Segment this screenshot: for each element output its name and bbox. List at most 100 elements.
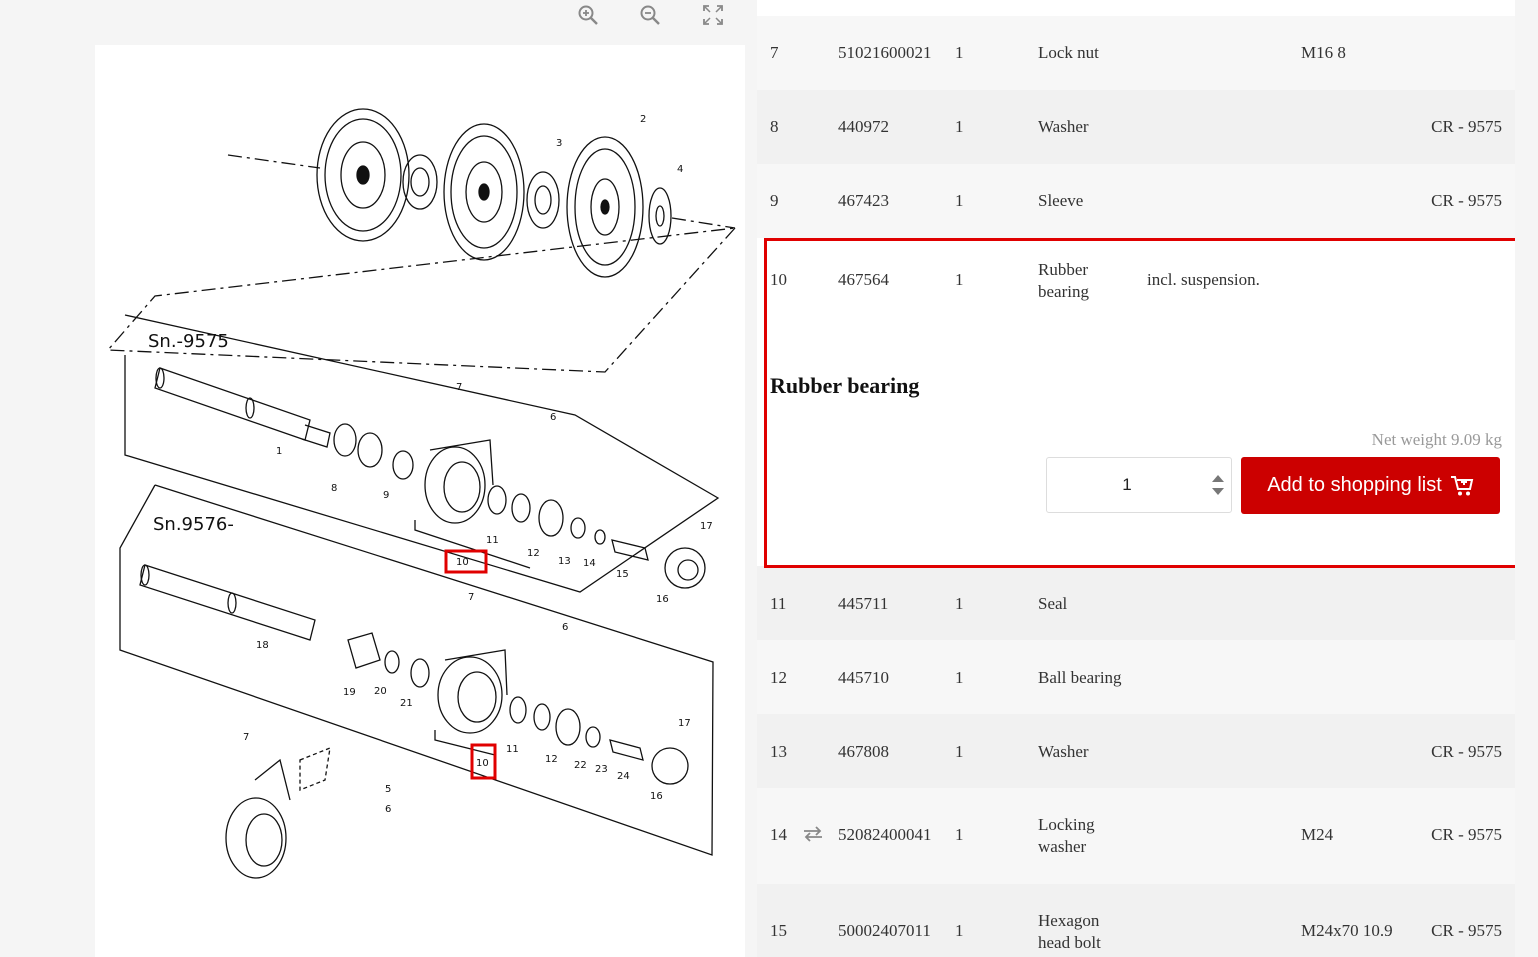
part-name: Seal [1038, 594, 1068, 613]
section-b-label: Sn.9576- [153, 514, 234, 535]
part-row-9[interactable]: 9 467423 1 Sleeve CR - 9575 [757, 164, 1515, 238]
part-pos: 9 [770, 191, 779, 210]
spinner-arrows-icon[interactable] [1211, 472, 1225, 498]
quantity-input[interactable] [1047, 458, 1207, 512]
part-serial: CR - 9575 [1431, 825, 1502, 844]
part-qty: 1 [955, 594, 964, 613]
part-name: Washer [1038, 742, 1089, 761]
part-name: Hexagon head bolt [1038, 911, 1101, 952]
part-pos: 8 [770, 117, 779, 136]
svg-text:17: 17 [700, 521, 713, 532]
svg-text:20: 20 [374, 686, 387, 697]
part-number: 445710 [838, 668, 889, 687]
part-number: 51021600021 [838, 43, 932, 62]
parts-list: 7 51021600021 1 Lock nut M16 8 8 440972 … [757, 0, 1515, 957]
svg-text:19: 19 [343, 687, 356, 698]
svg-text:3: 3 [556, 138, 562, 149]
svg-text:21: 21 [400, 698, 413, 709]
part-qty: 1 [955, 117, 964, 136]
add-button-label: Add to shopping list [1267, 474, 1442, 496]
part-dimension: M24x70 10.9 [1301, 921, 1393, 940]
washer-3 [526, 171, 560, 229]
part-number: 52082400041 [838, 825, 932, 844]
svg-text:18: 18 [256, 640, 269, 651]
wheel-4 [566, 136, 644, 278]
part-number: 445711 [838, 594, 889, 613]
quantity-stepper[interactable] [1046, 457, 1232, 513]
svg-text:16: 16 [650, 791, 663, 802]
svg-text:2: 2 [640, 114, 646, 125]
svg-text:17: 17 [678, 718, 691, 729]
part-number: 440972 [838, 117, 889, 136]
part-row-13[interactable]: 13 467808 1 Washer CR - 9575 [757, 714, 1515, 788]
part-pos: 15 [770, 921, 787, 940]
part-serial: CR - 9575 [1431, 117, 1502, 136]
svg-text:7: 7 [468, 592, 474, 603]
part-row-7[interactable]: 7 51021600021 1 Lock nut M16 8 [757, 16, 1515, 90]
part-number: 467423 [838, 191, 889, 210]
part-name: Rubber bearing [1038, 260, 1089, 301]
cart-plus-icon [1450, 475, 1474, 495]
exploded-diagram-drawing: 2 3 4 Sn.-9575 [106, 108, 737, 879]
section-a-label: Sn.-9575 [148, 331, 229, 352]
exploded-diagram[interactable]: 2 3 4 Sn.-9575 [95, 45, 745, 957]
part-note: incl. suspension. [1147, 270, 1260, 289]
part-pos: 11 [770, 594, 787, 613]
part-qty: 1 [955, 270, 964, 289]
part-row-12[interactable]: 12 445710 1 Ball bearing [757, 640, 1515, 714]
svg-text:6: 6 [385, 804, 391, 815]
svg-text:8: 8 [331, 483, 337, 494]
svg-text:22: 22 [574, 760, 587, 771]
list-top-strip [757, 0, 1515, 16]
svg-text:11: 11 [506, 744, 519, 755]
part-row-10-expanded[interactable]: 10 467564 1 Rubber bearing incl. suspens… [757, 238, 1515, 566]
part-number: 467808 [838, 742, 889, 761]
zoom-out-button[interactable] [632, 0, 668, 30]
svg-text:9: 9 [383, 490, 389, 501]
zoom-out-icon [640, 5, 660, 25]
svg-text:24: 24 [617, 771, 630, 782]
zoom-in-button[interactable] [570, 0, 606, 30]
part-pos: 14 [770, 825, 787, 844]
small-washer [648, 187, 672, 245]
svg-text:5: 5 [385, 784, 391, 795]
part-pos: 13 [770, 742, 787, 761]
svg-text:7: 7 [456, 382, 462, 393]
detail-title: Rubber bearing [770, 373, 920, 398]
part-name: Locking washer [1038, 815, 1095, 856]
diagram-pane: 2 3 4 Sn.-9575 [0, 0, 750, 957]
part-row-8[interactable]: 8 440972 1 Washer CR - 9575 [757, 90, 1515, 164]
hub-disc [402, 154, 438, 210]
part-serial: CR - 9575 [1431, 191, 1502, 210]
wheel-2 [443, 123, 525, 261]
part-name: Washer [1038, 117, 1089, 136]
alternative-part-icon[interactable] [803, 826, 823, 842]
callout-10-highlight-b[interactable]: 10 [470, 743, 497, 780]
net-weight: Net weight 9.09 kg [1371, 430, 1502, 449]
callout-10-highlight[interactable]: 10 [444, 549, 488, 574]
part-row-11[interactable]: 11 445711 1 Seal [757, 566, 1515, 640]
part-serial: CR - 9575 [1431, 742, 1502, 761]
page-right-margin [1515, 0, 1538, 957]
wheel-1 [316, 108, 410, 242]
add-to-shopping-list-button[interactable]: Add to shopping list [1241, 457, 1500, 514]
part-number: 50002407011 [838, 921, 931, 940]
part-number: 467564 [838, 270, 889, 289]
part-qty: 1 [955, 825, 964, 844]
svg-text:12: 12 [545, 754, 558, 765]
svg-text:12: 12 [527, 548, 540, 559]
svg-text:6: 6 [550, 412, 556, 423]
svg-text:14: 14 [583, 558, 596, 569]
part-pos: 12 [770, 668, 787, 687]
part-qty: 1 [955, 668, 964, 687]
part-row-14[interactable]: 14 52082400041 1 Locking washer M24 CR -… [757, 788, 1515, 884]
fullscreen-button[interactable] [695, 0, 731, 30]
part-row-15[interactable]: 15 50002407011 1 Hexagon head bolt M24x7… [757, 884, 1515, 957]
part-name: Lock nut [1038, 43, 1099, 62]
part-qty: 1 [955, 43, 964, 62]
part-pos: 10 [770, 270, 787, 289]
svg-text:13: 13 [558, 556, 571, 567]
svg-text:10: 10 [456, 557, 469, 568]
part-dimension: M24 [1301, 825, 1334, 844]
svg-text:1: 1 [276, 446, 282, 457]
